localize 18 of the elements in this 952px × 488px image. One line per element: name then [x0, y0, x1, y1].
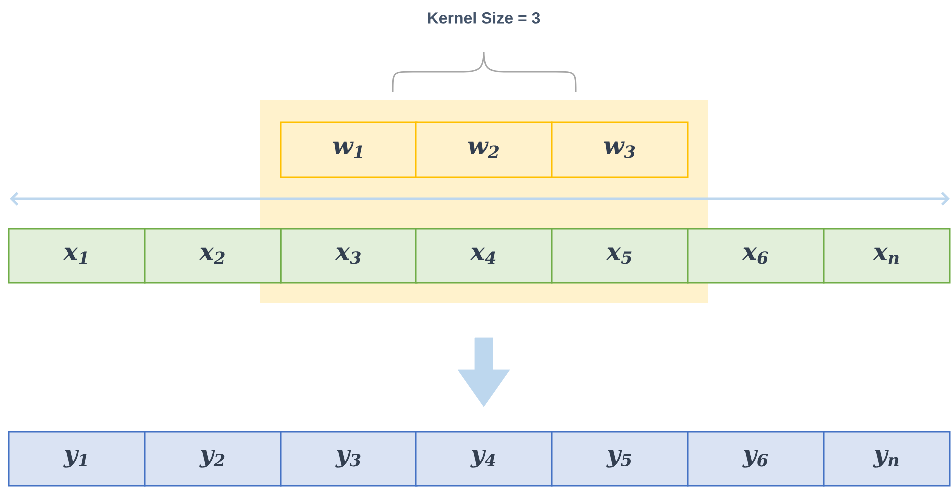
input-cell: x$_{3}$: [280, 228, 418, 284]
output-cell: y$_{2}$: [144, 431, 282, 487]
output-cell: y$_{5}$: [551, 431, 689, 487]
weight-cell: w$_{2}$: [415, 122, 553, 178]
output-cell: y$_{6}$: [687, 431, 825, 487]
input-cell: x$_{n}$: [823, 228, 951, 284]
input-cell: x$_{1}$: [8, 228, 146, 284]
weight-cell: w$_{3}$: [551, 122, 689, 178]
input-cell: x$_{5}$: [551, 228, 689, 284]
kernel-size-label: Kernel Size = 3: [428, 12, 540, 24]
output-cell: y$_{1}$: [8, 431, 146, 487]
input-cell: x$_{2}$: [144, 228, 282, 284]
output-cell: y$_{4}$: [415, 431, 553, 487]
input-cell: x$_{4}$: [415, 228, 553, 284]
output-cell: y$_{n}$: [823, 431, 951, 487]
weight-cell: w$_{1}$: [280, 122, 418, 178]
output-cell: y$_{3}$: [280, 431, 418, 487]
input-cell: x$_{6}$: [687, 228, 825, 284]
